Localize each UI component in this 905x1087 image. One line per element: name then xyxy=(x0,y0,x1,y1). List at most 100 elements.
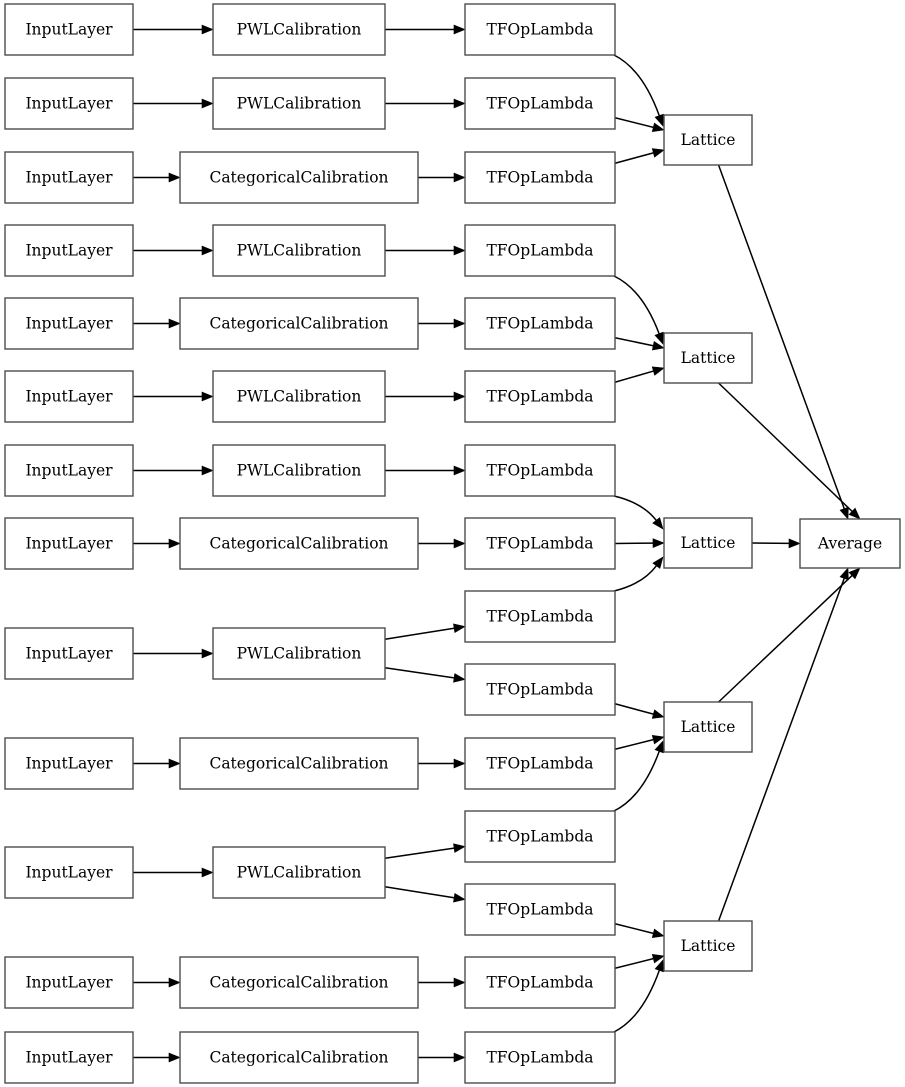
node-label: PWLCalibration xyxy=(237,864,362,882)
node-inputlayer-in4[interactable]: InputLayer xyxy=(4,224,134,277)
node-inputlayer-in13[interactable]: InputLayer xyxy=(4,1031,134,1084)
edge-l13-to-lat5 xyxy=(614,923,665,938)
node-label: TFOpLambda xyxy=(486,462,593,480)
node-tfoplambda-l3[interactable]: TFOpLambda xyxy=(464,151,616,204)
node-tfoplambda-l12[interactable]: TFOpLambda xyxy=(464,810,616,863)
node-label: TFOpLambda xyxy=(486,388,593,406)
node-categoricalcalibration-c13[interactable]: CategoricalCalibration xyxy=(179,1031,419,1084)
node-tfoplambda-l1[interactable]: TFOpLambda xyxy=(464,3,616,56)
arrow-head-icon xyxy=(453,758,466,769)
node-average-avg[interactable]: Average xyxy=(799,518,901,569)
arrow-head-icon xyxy=(651,340,665,351)
node-rect xyxy=(663,701,753,753)
edge-line xyxy=(613,54,660,116)
node-pwlcalibration-c1[interactable]: PWLCalibration xyxy=(212,3,386,56)
node-inputlayer-in1[interactable]: InputLayer xyxy=(4,3,134,56)
node-rect xyxy=(464,810,616,863)
node-categoricalcalibration-c8[interactable]: CategoricalCalibration xyxy=(179,517,419,570)
node-inputlayer-in5[interactable]: InputLayer xyxy=(4,297,134,350)
node-tfoplambda-l11[interactable]: TFOpLambda xyxy=(464,737,616,790)
node-tfoplambda-l5[interactable]: TFOpLambda xyxy=(464,297,616,350)
node-label: InputLayer xyxy=(25,95,113,113)
arrow-head-icon xyxy=(453,843,466,853)
node-categoricalcalibration-c3[interactable]: CategoricalCalibration xyxy=(179,151,419,204)
node-rect xyxy=(4,627,134,680)
node-pwlcalibration-c4[interactable]: PWLCalibration xyxy=(212,224,386,277)
edge-c11-to-l12 xyxy=(384,843,466,859)
edge-c12-to-l14 xyxy=(418,977,466,988)
edge-lat1-to-avg xyxy=(717,164,849,520)
node-tfoplambda-l6[interactable]: TFOpLambda xyxy=(464,370,616,423)
node-lattice-lat5[interactable]: Lattice xyxy=(663,920,753,972)
node-tfoplambda-l2[interactable]: TFOpLambda xyxy=(464,77,616,130)
node-inputlayer-in11[interactable]: InputLayer xyxy=(4,846,134,899)
node-label: PWLCalibration xyxy=(237,388,362,406)
node-categoricalcalibration-c5[interactable]: CategoricalCalibration xyxy=(179,297,419,350)
arrow-head-icon xyxy=(654,959,664,973)
node-label: CategoricalCalibration xyxy=(209,169,388,187)
node-rect xyxy=(464,151,616,204)
node-inputlayer-in12[interactable]: InputLayer xyxy=(4,956,134,1009)
node-rect xyxy=(212,3,386,56)
arrow-head-icon xyxy=(651,928,665,938)
arrow-head-icon xyxy=(168,758,181,769)
arrow-head-icon xyxy=(453,977,466,988)
node-tfoplambda-l15[interactable]: TFOpLambda xyxy=(464,1031,616,1084)
edge-l9-to-lat3 xyxy=(613,556,664,592)
node-inputlayer-in9[interactable]: InputLayer xyxy=(4,627,134,680)
node-pwlcalibration-c6[interactable]: PWLCalibration xyxy=(212,370,386,423)
node-rect xyxy=(464,444,616,497)
edge-l12-to-lat4 xyxy=(613,740,664,812)
node-tfoplambda-l13[interactable]: TFOpLambda xyxy=(464,883,616,936)
edge-line xyxy=(613,751,660,812)
node-inputlayer-in10[interactable]: InputLayer xyxy=(4,737,134,790)
node-categoricalcalibration-c12[interactable]: CategoricalCalibration xyxy=(179,956,419,1009)
arrow-head-icon xyxy=(201,867,214,878)
edge-in2-to-c2 xyxy=(133,98,214,109)
node-pwlcalibration-c7[interactable]: PWLCalibration xyxy=(212,444,386,497)
node-categoricalcalibration-c10[interactable]: CategoricalCalibration xyxy=(179,737,419,790)
node-inputlayer-in8[interactable]: InputLayer xyxy=(4,517,134,570)
edge-l5-to-lat2 xyxy=(614,337,665,351)
node-tfoplambda-l14[interactable]: TFOpLambda xyxy=(464,956,616,1009)
node-inputlayer-in6[interactable]: InputLayer xyxy=(4,370,134,423)
node-tfoplambda-l7[interactable]: TFOpLambda xyxy=(464,444,616,497)
edges-layer xyxy=(133,24,861,1063)
node-tfoplambda-l10[interactable]: TFOpLambda xyxy=(464,663,616,716)
node-tfoplambda-l9[interactable]: TFOpLambda xyxy=(464,590,616,643)
node-lattice-lat2[interactable]: Lattice xyxy=(663,332,753,384)
node-label: PWLCalibration xyxy=(237,242,362,260)
node-label: CategoricalCalibration xyxy=(209,974,388,992)
node-lattice-lat3[interactable]: Lattice xyxy=(663,517,753,569)
node-tfoplambda-l8[interactable]: TFOpLambda xyxy=(464,517,616,570)
node-rect xyxy=(4,370,134,423)
arrow-head-icon xyxy=(453,892,466,903)
edge-c1-to-l1 xyxy=(385,24,466,35)
arrow-head-icon xyxy=(651,122,665,132)
node-inputlayer-in7[interactable]: InputLayer xyxy=(4,444,134,497)
node-inputlayer-in2[interactable]: InputLayer xyxy=(4,77,134,130)
node-label: InputLayer xyxy=(25,1049,113,1067)
node-label: TFOpLambda xyxy=(486,901,593,919)
node-inputlayer-in3[interactable]: InputLayer xyxy=(4,151,134,204)
edge-line xyxy=(614,957,654,969)
node-pwlcalibration-c2[interactable]: PWLCalibration xyxy=(212,77,386,130)
node-rect xyxy=(179,1031,419,1084)
node-pwlcalibration-c9[interactable]: PWLCalibration xyxy=(212,627,386,680)
edge-in4-to-c4 xyxy=(133,245,214,256)
node-tfoplambda-l4[interactable]: TFOpLambda xyxy=(464,224,616,277)
node-label: Lattice xyxy=(681,534,736,552)
arrow-head-icon xyxy=(651,954,665,964)
node-pwlcalibration-c11[interactable]: PWLCalibration xyxy=(212,846,386,899)
node-label: TFOpLambda xyxy=(486,242,593,260)
node-lattice-lat4[interactable]: Lattice xyxy=(663,701,753,753)
node-label: TFOpLambda xyxy=(486,681,593,699)
node-rect xyxy=(4,77,134,130)
node-rect xyxy=(179,297,419,350)
node-rect xyxy=(4,846,134,899)
edge-l10-to-lat4 xyxy=(614,703,665,719)
node-label: CategoricalCalibration xyxy=(209,1049,388,1067)
node-lattice-lat1[interactable]: Lattice xyxy=(663,114,753,166)
arrow-head-icon xyxy=(201,391,214,402)
